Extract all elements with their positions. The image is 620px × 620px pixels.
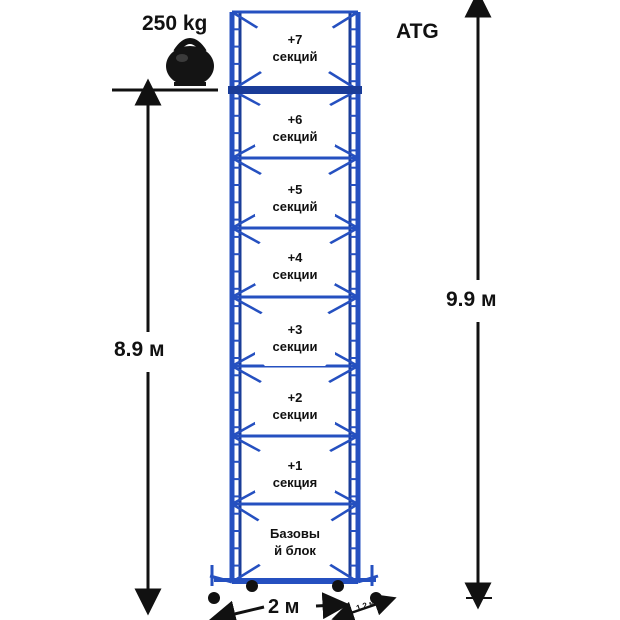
- section-badge: [255, 514, 335, 570]
- section-label: +2 секции: [255, 389, 335, 423]
- section-label-line1: +3: [287, 322, 303, 337]
- kettlebell-icon: [166, 38, 214, 86]
- section-badge: [255, 310, 335, 366]
- section-label-line1: +5: [287, 182, 303, 197]
- depth-arrow: [331, 593, 397, 620]
- width-label: 2 м: [268, 596, 300, 618]
- section-label-line2: секция: [272, 475, 318, 490]
- section-label: +3 секции: [255, 321, 335, 355]
- section-badge: [255, 100, 335, 156]
- platform-deck: [228, 86, 362, 94]
- section-label: Базовы й блок: [255, 525, 335, 559]
- section-label-line1: +6: [287, 112, 303, 127]
- wheel-icon: [332, 580, 344, 592]
- width-arrow-left: [208, 600, 265, 620]
- section-label: +1 секция: [255, 457, 335, 491]
- section-label-line2: секций: [272, 129, 318, 144]
- scaffold-frame: [208, 10, 382, 604]
- section-label-line1: +1: [287, 458, 303, 473]
- section-label-line2: секции: [272, 267, 318, 282]
- left-outrigger: [209, 574, 233, 584]
- section-badge: [255, 170, 335, 226]
- section-label-line2: секций: [272, 199, 318, 214]
- section-label-line1: +7: [287, 32, 303, 47]
- section-label-line2: й блок: [274, 543, 316, 558]
- section-badge: [255, 20, 335, 76]
- section-badge: [255, 446, 335, 502]
- total-height-label: 9.9 м: [446, 288, 497, 312]
- section-label-line1: Базовы: [270, 526, 320, 541]
- section-label-line1: +2: [287, 390, 303, 405]
- wheel-icon: [208, 592, 220, 604]
- section-label-line2: секции: [272, 407, 318, 422]
- section-label: +4 секции: [255, 249, 335, 283]
- section-label: +6 секций: [255, 111, 335, 145]
- section-label: +7 секций: [255, 31, 335, 65]
- width-arrow-right: [315, 592, 350, 620]
- brand-label: ATG: [396, 20, 439, 43]
- platform-height-label: 8.9 м: [114, 338, 165, 362]
- section-label-line2: секции: [272, 339, 318, 354]
- section-badge: [255, 238, 335, 294]
- right-outrigger: [357, 574, 379, 584]
- wheel-icon: [246, 580, 258, 592]
- section-badge: [255, 378, 335, 434]
- section-label-line2: секций: [272, 49, 318, 64]
- load-capacity-label: 250 kg: [142, 12, 208, 35]
- section-label: +5 секций: [255, 181, 335, 215]
- section-label-line1: +4: [287, 250, 303, 265]
